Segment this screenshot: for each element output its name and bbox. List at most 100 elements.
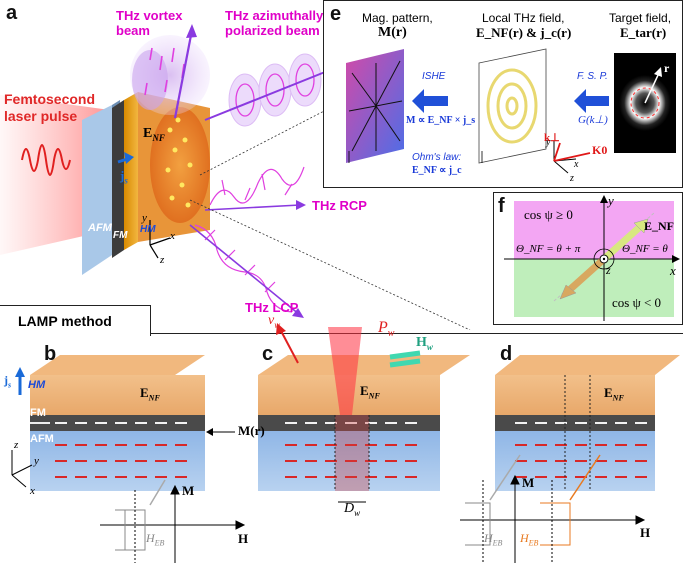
hm-layer <box>124 92 138 250</box>
ishe-label: ISHE <box>422 71 446 82</box>
panel-e: e Mag. pattern, M(r) Local THz field, E_… <box>323 0 683 188</box>
panel-f-letter: f <box>498 195 505 217</box>
lamp-title-tab <box>0 305 151 336</box>
fm-label: FM <box>113 230 128 241</box>
x-label-f: x <box>670 263 676 278</box>
local-title: Local THz field, <box>482 11 565 25</box>
x-label-e: x <box>574 159 579 170</box>
y-label-f: y <box>608 193 614 208</box>
quadrant-top <box>514 201 674 259</box>
panel-a: a Femtosecond laser pulse THz vortex bea… <box>0 0 490 330</box>
enf-label-d: ENF <box>604 385 624 403</box>
hyst-b-h: H <box>238 531 249 546</box>
ohm-line-2: E_NF ∝ j_c <box>412 165 462 176</box>
emission-disk <box>150 107 210 223</box>
hw-label: Hw <box>416 335 433 352</box>
ishe-formula: M ∝ E_NF × j_s <box>406 115 476 126</box>
fm-label-b: FM <box>30 407 46 419</box>
femtosecond-label: Femtosecond laser pulse <box>4 91 95 125</box>
ohm-line-1: Ohm's law: <box>412 152 462 163</box>
theta-left-label: Θ_NF = θ + π <box>516 243 581 255</box>
y-label-e: y <box>546 137 551 148</box>
hyst-d-m: M <box>522 475 535 490</box>
z-label-e: z <box>570 173 574 184</box>
axis-y-a: y <box>142 212 147 224</box>
local-field-rings <box>486 68 538 144</box>
panel-a-letter: a <box>6 2 18 24</box>
ishe-arrow <box>412 89 448 113</box>
js-label-b: js <box>4 373 12 390</box>
block-c <box>258 323 470 503</box>
mag-formula: M(r) <box>378 25 407 40</box>
lamp-illustration <box>11 323 680 563</box>
axis-z-lamp: z <box>14 439 19 451</box>
js-label: js <box>120 168 128 186</box>
local-formula: E_NF(r) & j_c(r) <box>476 25 572 40</box>
lamp-title: LAMP method <box>18 313 112 329</box>
hysteresis-d <box>460 454 646 563</box>
axis-x-a: x <box>170 230 175 242</box>
dw-label: Dw <box>344 501 361 518</box>
vw-label: vw <box>268 313 281 330</box>
azim-line-2: polarized beam <box>225 23 320 38</box>
theta-right-label: Θ_NF = θ <box>622 243 668 255</box>
cos-neg-label: cos ψ < 0 <box>612 295 662 310</box>
hyst-b-heb: HEB <box>146 531 165 548</box>
afm-layer <box>82 105 112 275</box>
c-letter: c <box>262 343 274 365</box>
azim-line-1: THz azimuthally <box>225 8 324 23</box>
cos-pos-label: cos ψ ≥ 0 <box>524 207 573 222</box>
g-formula: G(k⊥) <box>578 114 608 126</box>
axis-y-lamp: y <box>34 455 39 467</box>
hm-label: HM <box>140 224 156 235</box>
vortex-line-1: THz vortex <box>116 8 183 23</box>
fsp-arrow <box>574 89 609 113</box>
afm-label: AFM <box>88 222 112 234</box>
z-label-f: z <box>606 263 611 277</box>
hyst-d-heb-gray: HEB <box>484 531 503 548</box>
rcp-beam <box>209 166 305 206</box>
enf-label: ENF <box>143 126 165 143</box>
panel-f: f cos ψ ≥ 0 cos ψ < 0 Θ_NF = θ + π Θ_NF … <box>493 192 683 325</box>
pw-label: Pw <box>378 319 395 340</box>
laser-pulse-wave <box>21 144 71 176</box>
vortex-label: THz vortex beam <box>116 8 182 38</box>
lamp-frame <box>150 333 683 334</box>
d-letter: d <box>500 343 513 365</box>
fm-layer <box>112 100 124 258</box>
m-label-b: M(r) <box>238 423 265 438</box>
axis-z-a: z <box>160 254 165 266</box>
panel-a-illustration <box>0 24 471 330</box>
afm-label-b: AFM <box>30 433 54 445</box>
femto-line-1: Femtosecond <box>4 91 96 107</box>
femto-line-2: laser pulse <box>4 108 78 124</box>
mag-radial-arrows <box>348 60 403 152</box>
disk-field-arrows <box>165 117 193 208</box>
fsp-label: F. S. P. <box>577 71 608 82</box>
axis-x-lamp: x <box>30 485 35 497</box>
enf-label-c: ENF <box>360 383 380 401</box>
target-formula: E_tar(r) <box>620 25 667 40</box>
panel-e-letter: e <box>330 3 342 25</box>
hyst-b-m: M <box>182 483 195 498</box>
hyst-d-heb-orange: HEB <box>520 531 539 548</box>
lcp-beam <box>194 224 293 313</box>
vortex-line-2: beam <box>116 23 150 38</box>
panel-f-illustration <box>504 195 680 321</box>
hysteresis-b <box>100 479 246 563</box>
k-perp-label: k⊥ <box>544 132 560 144</box>
lamp-section: LAMP method <box>0 305 685 565</box>
k0-label: K0 <box>592 143 608 157</box>
target-title: Target field, <box>609 11 672 25</box>
r-label: r <box>664 61 670 75</box>
enf-label-b: ENF <box>140 385 160 403</box>
azimuthal-label: THz azimuthally polarized beam <box>225 8 323 38</box>
ohm-label: Ohm's law: E_NF ∝ j_c <box>412 151 462 177</box>
hyst-d-h: H <box>640 525 651 540</box>
block-b <box>30 355 205 491</box>
enf-label-f: E_NF <box>644 219 674 233</box>
mag-title: Mag. pattern, <box>362 11 433 25</box>
hm-label-b: HM <box>28 379 46 391</box>
block-d <box>495 355 680 491</box>
lcp-label: THz LCP <box>245 300 299 315</box>
